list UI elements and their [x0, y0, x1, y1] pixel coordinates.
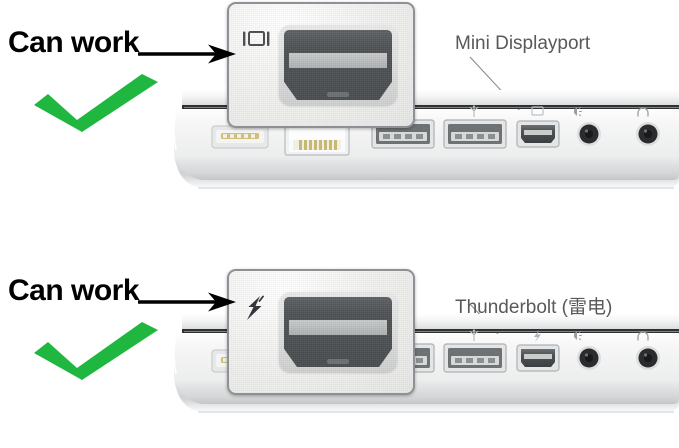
usb-port-2-top	[443, 119, 507, 149]
audio-in-port-bottom	[577, 346, 601, 370]
thunderbolt-port-bottom	[516, 344, 560, 372]
magnified-port-opening	[279, 25, 397, 105]
headphone-port-bottom	[636, 346, 660, 370]
pointer-arrow-bottom	[138, 292, 236, 312]
callout-mini-displayport	[227, 2, 415, 128]
headphone-icon-bottom	[637, 331, 649, 341]
usb-port-2-bottom	[443, 343, 507, 373]
panel-mini-displayport: Can work Mini Displayport	[8, 2, 679, 189]
macbook-side-view-top	[173, 90, 679, 189]
headphone-port-top	[636, 122, 660, 146]
callout-thunderbolt	[227, 269, 415, 395]
verdict-label-bottom: Can work	[8, 274, 140, 307]
headphone-icon-top	[637, 107, 649, 117]
green-check-icon-top	[34, 74, 158, 132]
mini-displayport-port-top	[516, 120, 560, 148]
port-label-mini-displayport: Mini Displayport	[455, 33, 591, 54]
audio-in-port-top	[577, 122, 601, 146]
thunderbolt-icon-bottom	[534, 330, 541, 342]
pointer-arrow-top	[138, 44, 236, 64]
displayport-icon-top	[531, 106, 544, 116]
thunderbolt-icon	[247, 295, 264, 320]
displayport-icon	[243, 31, 270, 46]
port-label-thunderbolt: Thunderbolt (雷电)	[455, 297, 613, 318]
green-check-icon-bottom	[34, 322, 158, 380]
panel-thunderbolt: Can work Thunderbolt (雷电)	[0, 224, 679, 448]
magsafe-port-top	[211, 125, 269, 149]
ethernet-port-top	[284, 119, 350, 156]
audio-in-icon-bottom	[574, 330, 582, 341]
audio-in-icon-top	[574, 106, 582, 117]
verdict-label-top: Can work	[8, 26, 140, 59]
magnified-port-opening	[279, 292, 397, 372]
